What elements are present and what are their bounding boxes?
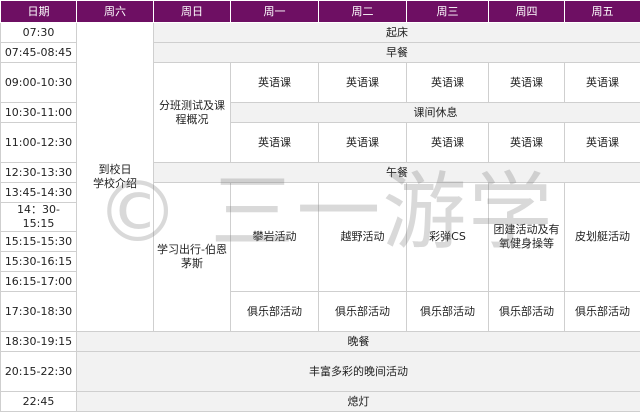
header-thursday: 周四 <box>489 1 565 23</box>
time-cell: 15:15-15:30 <box>1 232 77 252</box>
time-cell: 20:15-22:30 <box>1 352 77 392</box>
english-cell: 英语课 <box>319 123 407 163</box>
english-cell: 英语课 <box>565 63 640 103</box>
time-cell: 12:30-13:30 <box>1 163 77 183</box>
header-row: 日期 周六 周日 周一 周二 周三 周四 周五 <box>1 1 640 23</box>
paintball-cell: 彩弹CS <box>407 183 489 292</box>
time-cell: 22:45 <box>1 392 77 412</box>
time-cell: 07:30 <box>1 23 77 43</box>
time-cell: 10:30-11:00 <box>1 103 77 123</box>
header-sunday: 周日 <box>154 1 231 23</box>
dinner-cell: 晚餐 <box>77 332 640 352</box>
evening-cell: 丰富多彩的晚间活动 <box>77 352 640 392</box>
english-cell: 英语课 <box>231 63 319 103</box>
time-cell: 16:15-17:00 <box>1 272 77 292</box>
header-wednesday: 周三 <box>407 1 489 23</box>
lights-out-cell: 熄灯 <box>77 392 640 412</box>
time-cell: 14：30-15:15 <box>1 203 77 232</box>
header-date: 日期 <box>1 1 77 23</box>
row-wake-up: 07:30 到校日 学校介绍 起床 <box>1 23 640 43</box>
row-dinner: 18:30-19:15 晚餐 <box>1 332 640 352</box>
row-evening: 20:15-22:30 丰富多彩的晚间活动 <box>1 352 640 392</box>
arrival-cell: 到校日 学校介绍 <box>77 23 154 332</box>
header-tuesday: 周二 <box>319 1 407 23</box>
english-cell: 英语课 <box>489 63 565 103</box>
trip-cell: 学习出行-伯恩茅斯 <box>154 183 231 332</box>
kayak-cell: 皮划艇活动 <box>565 183 640 292</box>
time-cell: 17:30-18:30 <box>1 292 77 332</box>
wake-up-cell: 起床 <box>154 23 640 43</box>
cross-country-cell: 越野活动 <box>319 183 407 292</box>
english-cell: 英语课 <box>319 63 407 103</box>
row-lights-out: 22:45 熄灯 <box>1 392 640 412</box>
time-cell: 13:45-14:30 <box>1 183 77 203</box>
english-cell: 英语课 <box>231 123 319 163</box>
club-cell: 俱乐部活动 <box>489 292 565 332</box>
club-cell: 俱乐部活动 <box>319 292 407 332</box>
time-cell: 18:30-19:15 <box>1 332 77 352</box>
break-cell: 课间休息 <box>231 103 640 123</box>
header-monday: 周一 <box>231 1 319 23</box>
lunch-cell: 午餐 <box>154 163 640 183</box>
club-cell: 俱乐部活动 <box>231 292 319 332</box>
header-friday: 周五 <box>565 1 640 23</box>
club-cell: 俱乐部活动 <box>565 292 640 332</box>
header-saturday: 周六 <box>77 1 154 23</box>
time-cell: 11:00-12:30 <box>1 123 77 163</box>
english-cell: 英语课 <box>407 123 489 163</box>
time-cell: 07:45-08:45 <box>1 43 77 63</box>
english-cell: 英语课 <box>489 123 565 163</box>
time-cell: 15:30-16:15 <box>1 252 77 272</box>
club-cell: 俱乐部活动 <box>407 292 489 332</box>
english-cell: 英语课 <box>407 63 489 103</box>
placement-cell: 分班测试及课程概况 <box>154 63 231 163</box>
time-cell: 09:00-10:30 <box>1 63 77 103</box>
climbing-cell: 攀岩活动 <box>231 183 319 292</box>
english-cell: 英语课 <box>565 123 640 163</box>
breakfast-cell: 早餐 <box>154 43 640 63</box>
team-building-cell: 团建活动及有氧健身操等 <box>489 183 565 292</box>
